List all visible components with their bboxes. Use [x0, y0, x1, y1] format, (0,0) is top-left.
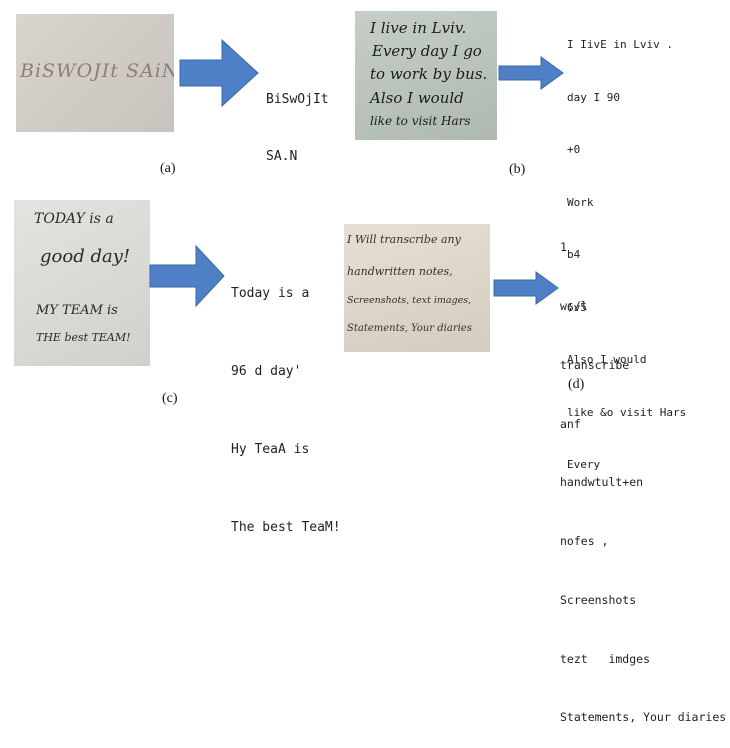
handwriting-line: good day!	[40, 246, 131, 267]
ocr-line: Work	[567, 195, 594, 209]
ocr-line: The best TeaM!	[231, 520, 341, 535]
handwriting-photo-d: I Will transcribe any handwritten notes,…	[344, 224, 490, 352]
handwriting-line: THE best TEAM!	[36, 331, 131, 344]
ocr-output-c: Today is a 96 d day' Hy TeaA is The best…	[231, 229, 341, 567]
ocr-line: Screenshots	[560, 592, 637, 607]
handwriting-line: Statements, Your diaries	[347, 323, 472, 334]
handwriting-line: to work by bus.	[370, 65, 488, 83]
caption-a: (a)	[160, 161, 176, 176]
handwriting-photo-c: TODAY is a good day! MY TEAM is THE best…	[14, 200, 150, 366]
ocr-line: nofes ,	[560, 534, 609, 549]
ocr-line: b4	[567, 248, 581, 261]
arrow-icon-c	[149, 244, 225, 308]
ocr-line: handwtult+en	[560, 475, 644, 490]
ocr-line: BiSwOjIt	[266, 92, 329, 107]
ocr-line: 96 d day'	[231, 364, 302, 379]
handwriting-line: I Will transcribe any	[347, 233, 461, 246]
handwriting-photo-b: I live in Lviv. Every day I go to work b…	[355, 11, 497, 140]
ocr-line: w;/l	[560, 298, 588, 313]
ocr-line: I IivE in Lviv .	[567, 38, 673, 51]
handwriting-line: Every day I go	[372, 42, 482, 60]
arrow-icon-b	[498, 56, 564, 90]
ocr-output-a: BiSwOjIt SA.N	[266, 52, 329, 185]
handwriting-line: Screenshots, text images,	[347, 295, 472, 306]
ocr-line: day I 90	[567, 90, 620, 104]
handwriting-line: Also I would	[370, 89, 464, 107]
ocr-line: Hy TeaA is	[231, 442, 310, 457]
caption-b: (b)	[509, 162, 526, 177]
ocr-line: Statements, Your diaries	[560, 710, 727, 725]
caption-d: (d)	[568, 377, 585, 392]
handwriting-line: TODAY is a	[34, 211, 114, 227]
caption-c: (c)	[162, 391, 178, 406]
ocr-line: Also I would	[567, 353, 647, 366]
handwriting-line: MY TEAM is	[36, 303, 118, 318]
ocr-line: +0	[567, 143, 581, 156]
handwriting-text-a: BiSWOJIt SAiN	[20, 60, 174, 82]
handwriting-line: handwritten notes,	[347, 265, 453, 278]
handwriting-photo-a: BiSWOJIt SAiN	[16, 14, 174, 132]
ocr-line: transcribe	[560, 357, 630, 372]
arrow-icon-a	[179, 38, 259, 108]
ocr-line: Today is a	[231, 286, 310, 301]
ocr-output-d: 1 w;/l transcribe anf handwtult+en nofes…	[560, 199, 726, 748]
ocr-line: 1	[560, 240, 567, 255]
handwriting-line: I live in Lviv.	[370, 19, 467, 37]
ocr-line: anf	[560, 416, 581, 431]
arrow-icon-d	[493, 271, 559, 305]
handwriting-line: like to visit Hars	[370, 114, 471, 128]
ocr-line: 6v5	[567, 300, 587, 314]
ocr-line: SA.N	[266, 149, 298, 164]
ocr-line: tezt imdges	[560, 651, 651, 666]
